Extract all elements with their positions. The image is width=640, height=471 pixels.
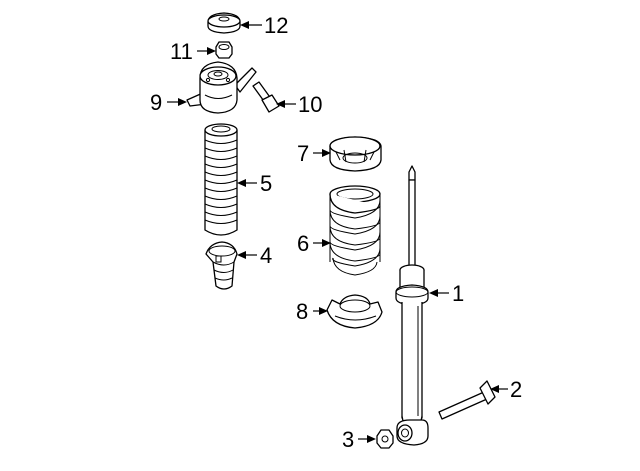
part-10-bolt[interactable] — [252, 81, 280, 113]
part-3-lower-nut[interactable] — [376, 429, 394, 449]
callout-5: 5 — [237, 171, 272, 196]
callout-label-5: 5 — [260, 171, 272, 196]
callout-12: 12 — [240, 13, 288, 38]
callout-7: 7 — [297, 141, 331, 166]
callout-1: 1 — [429, 281, 464, 306]
callout-8: 8 — [296, 299, 328, 324]
callout-label-7: 7 — [297, 141, 309, 166]
part-7-upper-spring-seat[interactable] — [329, 136, 382, 172]
callout-2: 2 — [490, 377, 522, 402]
callout-label-2: 2 — [510, 377, 522, 402]
callout-label-10: 10 — [298, 92, 322, 117]
part-9-upper-mount[interactable] — [186, 61, 257, 114]
callout-label-4: 4 — [260, 243, 272, 268]
callout-label-9: 9 — [150, 90, 162, 115]
callout-10: 10 — [276, 92, 322, 117]
callout-label-6: 6 — [297, 231, 309, 256]
callout-4: 4 — [237, 243, 272, 268]
callout-11: 11 — [170, 39, 216, 64]
part-1-shock-absorber[interactable] — [395, 165, 429, 446]
part-11-nut[interactable] — [215, 41, 233, 59]
callout-6: 6 — [297, 231, 331, 256]
part-2-lower-bolt[interactable] — [438, 380, 496, 420]
part-12-top-cap[interactable] — [207, 12, 241, 34]
part-5-dust-boot[interactable] — [204, 123, 238, 236]
callout-label-12: 12 — [264, 13, 288, 38]
callout-label-11: 11 — [170, 39, 193, 64]
part-4-bump-stop[interactable] — [205, 241, 238, 290]
part-6-coil-spring[interactable] — [329, 185, 381, 276]
callout-3: 3 — [342, 427, 376, 452]
callout-label-1: 1 — [452, 281, 464, 306]
callout-9: 9 — [150, 90, 187, 115]
callout-label-8: 8 — [296, 299, 308, 324]
part-8-lower-spring-seat[interactable] — [326, 294, 383, 329]
callout-label-3: 3 — [342, 427, 354, 452]
